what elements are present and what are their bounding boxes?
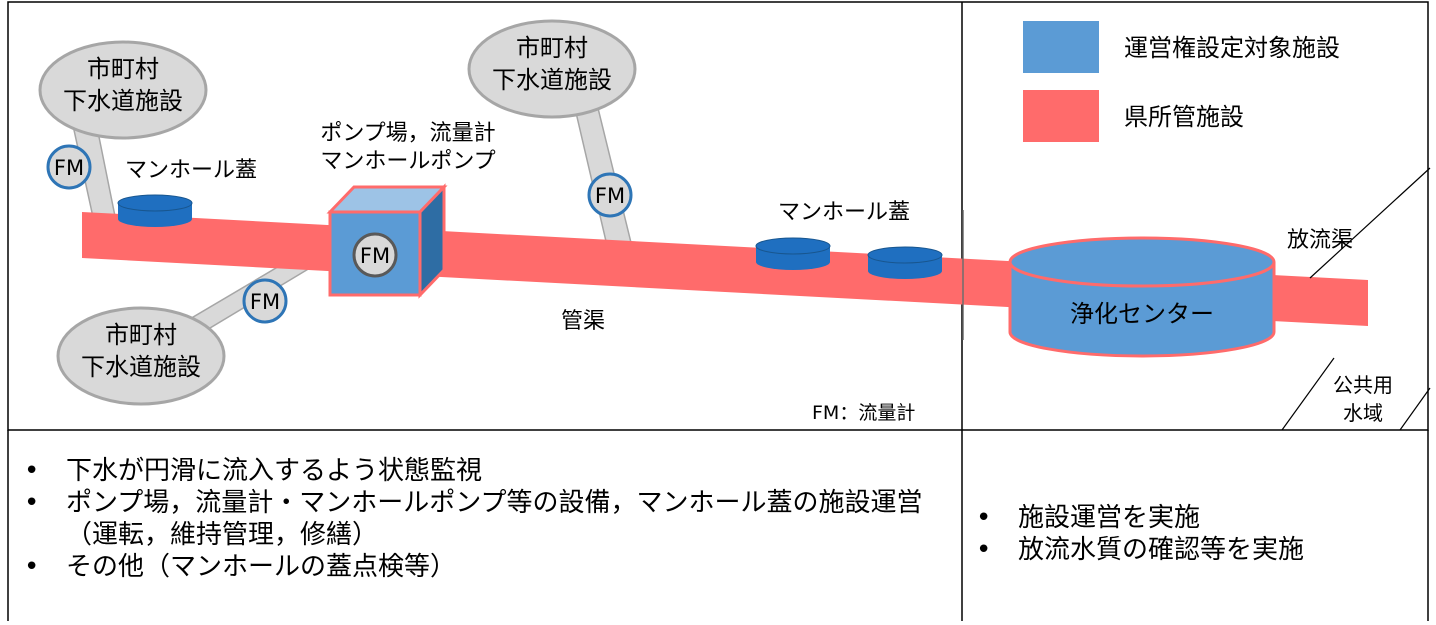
fm-label-center: FM: [595, 184, 625, 208]
municipal-lower-line2: 下水道施設: [81, 353, 201, 381]
right-description-item: 放流水質の確認等を実施: [972, 534, 1412, 566]
municipal-lower-line1: 市町村: [105, 321, 177, 349]
right-description: 施設運営を実施放流水質の確認等を実施: [972, 502, 1412, 566]
fm-ring-lower: [242, 278, 288, 324]
flow-meter-lower: FM: [242, 278, 288, 324]
right-description-item: 施設運営を実施: [972, 502, 1412, 534]
legend-label-operating-right: 運営権設定対象施設: [1124, 34, 1340, 62]
manhole-cover-label-right: マンホール蓋: [778, 200, 910, 225]
fm-ring-pump: [352, 232, 398, 278]
fm-ring-center: [587, 172, 633, 218]
left-description-item: 下水が円滑に流入するよう状態監視: [20, 455, 940, 487]
legend-label-prefecture: 県所管施設: [1124, 103, 1244, 131]
municipal-facility-center: 市町村 下水道施設: [467, 19, 637, 119]
municipal-facility-left: 市町村 下水道施設: [38, 40, 208, 140]
treatment-center-top: [1008, 236, 1276, 288]
manhole-cover-2: [755, 237, 831, 270]
flow-meter-left: FM: [46, 144, 92, 190]
water-body-line-upper: [1309, 167, 1431, 279]
municipal-bubble-center: [467, 19, 637, 119]
legend-swatch-blue: [1023, 21, 1099, 73]
fm-label-lower: FM: [250, 290, 280, 314]
municipal-bubble-left: [38, 40, 208, 140]
pump-station: FM: [326, 183, 448, 299]
treatment-center-body: [1008, 262, 1276, 358]
left-description-item: その他（マンホールの蓋点検等）: [20, 551, 940, 583]
pump-station-label-line1: ポンプ場，流量計: [320, 121, 495, 146]
discharge-channel-label: 放流渠: [1287, 228, 1353, 253]
fm-ring-left: [46, 144, 92, 190]
treatment-center-label: 浄化センター: [1070, 300, 1214, 328]
manhole-cover-1: [117, 194, 193, 227]
fm-label-pump: FM: [360, 244, 390, 268]
fm-label-left: FM: [54, 156, 84, 180]
manhole-cover-3-top: [867, 246, 943, 264]
municipal-center-line2: 下水道施設: [492, 66, 612, 94]
left-description-item: ポンプ場，流量計・マンホールポンプ等の設備，マンホール蓋の施設運営（運転，維持管…: [20, 487, 940, 551]
water-body-line-lower: [1281, 357, 1335, 431]
frame: [7, 1, 1429, 621]
municipal-center-line1: 市町村: [516, 34, 588, 62]
municipal-left-line1: 市町村: [87, 55, 159, 83]
left-description: 下水が円滑に流入するよう状態監視ポンプ場，流量計・マンホールポンプ等の設備，マン…: [20, 455, 940, 583]
municipal-bubble-lower: [56, 306, 226, 406]
treatment-center: 浄化センター: [1008, 236, 1276, 358]
frame-top-panel: [7, 1, 1429, 431]
public-water-label-line2: 水域: [1343, 401, 1383, 425]
water-body-line-right: [1399, 387, 1431, 431]
manhole-cover-label-left: マンホール蓋: [125, 158, 257, 183]
municipal-left-line2: 下水道施設: [63, 87, 183, 115]
manhole-cover-2-top: [755, 237, 831, 255]
manhole-cover-3: [867, 246, 943, 279]
public-water-label-line1: 公共用: [1333, 373, 1393, 397]
fm-note: FM：流量計: [812, 402, 915, 424]
pipe-channel-label: 管渠: [561, 309, 605, 334]
flow-meter-center: FM: [587, 172, 633, 218]
manhole-cover-1-top: [117, 194, 193, 212]
municipal-facility-lower: 市町村 下水道施設: [56, 306, 226, 406]
legend-swatch-red: [1023, 90, 1099, 142]
pump-station-label-line2: マンホールポンプ: [320, 149, 495, 174]
